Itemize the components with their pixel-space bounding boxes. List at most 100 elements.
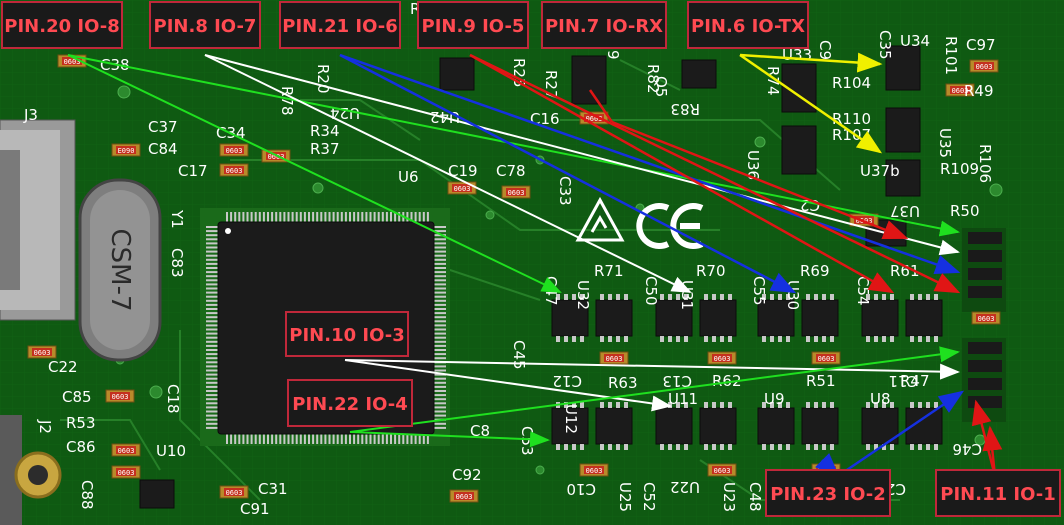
- refdes-label: C53: [518, 426, 536, 456]
- refdes-label: C50: [642, 276, 660, 306]
- crystal-y1: CSM-7: [78, 178, 162, 362]
- pin-label-pin6: PIN.6 IO-TX: [687, 1, 809, 49]
- refdes-label: U22: [670, 478, 700, 496]
- soic-ic: [757, 402, 795, 450]
- refdes-label: R20: [314, 64, 332, 94]
- soic-ic: [595, 402, 633, 450]
- pin22-text: PIN.22 IO-4: [292, 394, 407, 415]
- pin-label-pin10: PIN.10 IO-3: [285, 311, 409, 357]
- refdes-label: C88: [78, 480, 96, 510]
- pin7-text: PIN.7 IO-RX: [545, 16, 663, 37]
- refdes-label: C55: [750, 276, 768, 306]
- refdes-label: J2: [36, 419, 54, 434]
- refdes-label: C10: [566, 480, 596, 498]
- pin-label-pin23: PIN.23 IO-2: [765, 469, 891, 517]
- refdes-label: U31: [678, 280, 696, 310]
- refdes-label: R63: [608, 374, 638, 392]
- pin-label-pin22: PIN.22 IO-4: [287, 379, 413, 427]
- refdes-label: C12: [552, 372, 582, 390]
- capacitor-marking: 0603: [976, 63, 993, 71]
- refdes-label: U37b: [860, 162, 900, 180]
- ce-mark-icon: [636, 203, 704, 249]
- pin10-text: PIN.10 IO-3: [289, 325, 404, 346]
- soic-ic: [699, 294, 737, 342]
- refdes-label: C97: [966, 36, 996, 54]
- capacitor: 0603: [219, 485, 249, 499]
- refdes-label: R101: [942, 36, 960, 75]
- pin6-text: PIN.6 IO-TX: [691, 16, 805, 37]
- refdes-label: C35: [876, 30, 894, 60]
- soic-ic: [905, 294, 943, 342]
- soic-ic: [551, 402, 589, 450]
- refdes-label: J3: [23, 106, 38, 124]
- capacitor: 0603: [945, 83, 975, 97]
- soic-ic: [861, 402, 899, 450]
- esd-warning-icon: [575, 196, 625, 242]
- refdes-label: C86: [66, 438, 96, 456]
- refdes-label: R106: [976, 144, 994, 183]
- refdes-label: R49: [964, 82, 994, 100]
- refdes-label: U6: [398, 168, 419, 186]
- capacitor-marking: 0603: [34, 349, 51, 357]
- refdes-label: U25: [616, 482, 634, 512]
- capacitor: 0603: [501, 185, 531, 199]
- capacitor: 0603: [599, 351, 629, 365]
- soic-ic: [801, 294, 839, 342]
- refdes-label: C48: [746, 482, 764, 512]
- refdes-label: U34: [900, 32, 930, 50]
- capacitor: 0603: [219, 163, 249, 177]
- capacitor: 0603: [111, 465, 141, 479]
- refdes-label: R110: [832, 110, 871, 128]
- refdes-label: C9: [816, 40, 834, 60]
- capacitor-marking: 0603: [586, 467, 603, 475]
- refdes-label: R61: [890, 262, 920, 280]
- capacitor-marking: 0603: [226, 147, 243, 155]
- refdes-label: U23: [720, 482, 738, 512]
- capacitor-marking: 0603: [714, 467, 731, 475]
- refdes-label: C22: [48, 358, 78, 376]
- soic-ic: [655, 294, 693, 342]
- pin-label-pin8: PIN.8 IO-7: [149, 1, 261, 49]
- capacitor-marking: 0603: [714, 355, 731, 363]
- refdes-label: R50: [950, 202, 980, 220]
- refdes-label: R34: [310, 122, 340, 140]
- capacitor-marking: 0603: [818, 355, 835, 363]
- refdes-label: C31: [258, 480, 288, 498]
- refdes-label: U12: [562, 404, 580, 434]
- refdes-label: C46: [952, 440, 982, 458]
- capacitor: 0603: [111, 443, 141, 457]
- refdes-label: R104: [832, 74, 871, 92]
- capacitor-marking: 0603: [118, 447, 135, 455]
- pin9-text: PIN.9 IO-5: [422, 16, 525, 37]
- refdes-label: C33: [556, 176, 574, 206]
- refdes-label: R83: [670, 100, 700, 118]
- refdes-label: R70: [696, 262, 726, 280]
- soic-ic: [595, 294, 633, 342]
- refdes-label: U9: [764, 390, 785, 408]
- refdes-label: R47: [900, 372, 930, 390]
- refdes-label: U37: [890, 202, 920, 220]
- refdes-label: C84: [148, 140, 178, 158]
- crystal-label: CSM-7: [105, 228, 135, 311]
- refdes-label: C37: [148, 118, 178, 136]
- refdes-label: Y1: [168, 209, 186, 229]
- capacitor: 0603: [105, 389, 135, 403]
- refdes-label: R51: [806, 372, 836, 390]
- pin-label-pin9: PIN.9 IO-5: [417, 1, 529, 49]
- capacitor-marking: 0603: [978, 315, 995, 323]
- refdes-label: Q5: [652, 76, 670, 97]
- soic-ic: [757, 294, 795, 342]
- capacitor-marking: 0603: [112, 393, 129, 401]
- capacitor-marking: 0603: [118, 469, 135, 477]
- capacitor: 0603: [969, 59, 999, 73]
- refdes-label: R62: [712, 372, 742, 390]
- soic-ic: [801, 402, 839, 450]
- refdes-label: C16: [530, 110, 560, 128]
- refdes-label: R69: [800, 262, 830, 280]
- pin11-text: PIN.11 IO-1: [940, 484, 1055, 505]
- refdes-label: C13: [662, 372, 692, 390]
- pin8-text: PIN.8 IO-7: [154, 16, 257, 37]
- refdes-label: C11: [888, 372, 918, 390]
- capacitor-marking: 0603: [952, 87, 969, 95]
